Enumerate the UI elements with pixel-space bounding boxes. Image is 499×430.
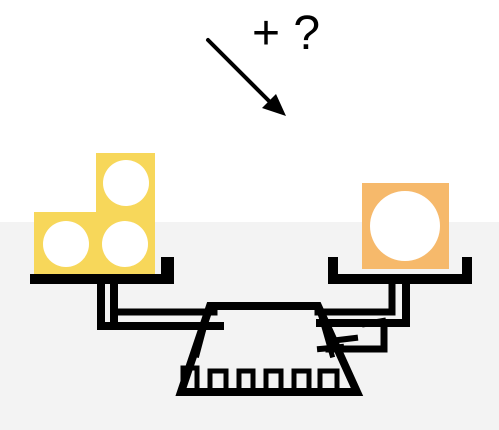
scale-base — [175, 302, 387, 396]
left-circle-bottom-right — [102, 221, 148, 267]
left-arm — [97, 275, 224, 330]
right-arm — [314, 275, 410, 353]
left-circle-top — [103, 160, 149, 206]
left-pan — [30, 257, 174, 284]
right-circle — [370, 191, 440, 261]
right-pan — [328, 257, 472, 284]
left-weight-group — [34, 153, 155, 274]
question-label: + ? — [252, 7, 321, 60]
left-circle-bottom-left — [43, 221, 89, 267]
balance-scale — [30, 257, 472, 396]
arrow-icon — [206, 38, 286, 116]
right-weight-group — [362, 183, 449, 269]
